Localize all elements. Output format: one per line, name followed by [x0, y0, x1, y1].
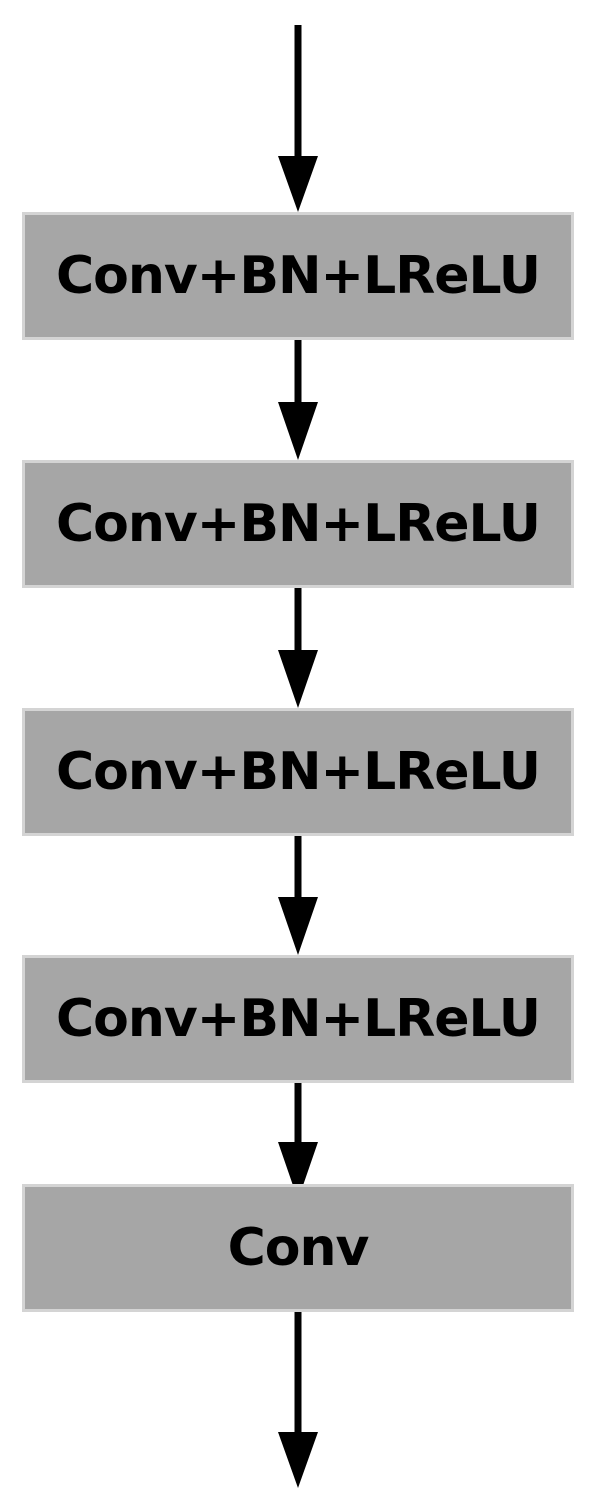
output-arrow	[278, 1312, 318, 1488]
arrow-block-2-to-3	[278, 588, 318, 708]
conv-bn-lrelu-block-4: Conv+BN+LReLU	[22, 955, 574, 1083]
conv-bn-lrelu-block-2: Conv+BN+LReLU	[22, 460, 574, 588]
arrow-block-1-to-2	[278, 340, 318, 460]
conv-block: Conv	[22, 1184, 574, 1312]
input-arrow	[278, 25, 318, 212]
conv-bn-lrelu-block-1: Conv+BN+LReLU	[22, 212, 574, 340]
block-label: Conv+BN+LReLU	[55, 494, 541, 554]
block-label: Conv	[227, 1218, 370, 1278]
arrow-block-3-to-4	[278, 836, 318, 955]
block-label: Conv+BN+LReLU	[55, 246, 541, 306]
block-label: Conv+BN+LReLU	[55, 989, 541, 1049]
arrow-block-4-to-5	[278, 1083, 318, 1200]
conv-bn-lrelu-block-3: Conv+BN+LReLU	[22, 708, 574, 836]
block-label: Conv+BN+LReLU	[55, 742, 541, 802]
